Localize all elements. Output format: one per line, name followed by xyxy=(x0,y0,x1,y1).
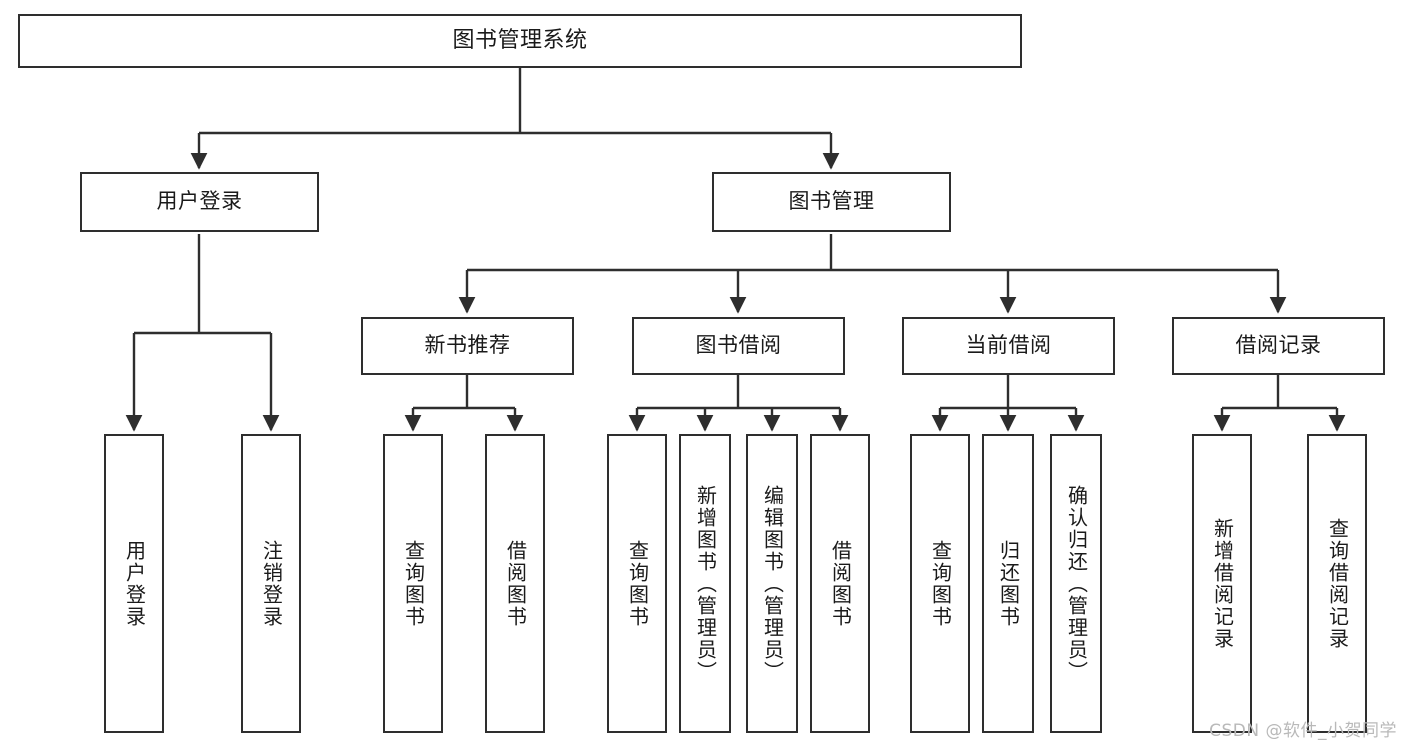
leaf-borrow-record-add[interactable]: 新增借阅记录 xyxy=(1192,434,1252,733)
leaf-current-borrow-confirm[interactable]: 确认归还（管理员） xyxy=(1050,434,1102,733)
leaf-user-login-logout[interactable]: 注销登录 xyxy=(241,434,301,733)
leaf-user-login-login[interactable]: 用户登录 xyxy=(104,434,164,733)
leaf-current-borrow-query[interactable]: 查询图书 xyxy=(910,434,970,733)
leaf-book-borrow-add-label: 新增图书（管理员） xyxy=(693,484,718,683)
leaf-book-borrow-lend-label: 借阅图书 xyxy=(828,539,853,628)
leaf-book-borrow-lend[interactable]: 借阅图书 xyxy=(810,434,870,733)
node-borrow-record-label: 借阅记录 xyxy=(1235,333,1322,358)
node-user-login-label: 用户登录 xyxy=(156,189,243,214)
node-book-borrow[interactable]: 图书借阅 xyxy=(632,317,845,375)
leaf-borrow-record-query[interactable]: 查询借阅记录 xyxy=(1307,434,1367,733)
node-book-borrow-label: 图书借阅 xyxy=(695,333,782,358)
leaf-current-borrow-return-label: 归还图书 xyxy=(996,539,1021,628)
node-book-management-label: 图书管理 xyxy=(788,189,875,214)
leaf-book-borrow-query[interactable]: 查询图书 xyxy=(607,434,667,733)
node-borrow-record[interactable]: 借阅记录 xyxy=(1172,317,1385,375)
leaf-user-login-login-label: 用户登录 xyxy=(122,539,147,628)
node-new-book-recommend[interactable]: 新书推荐 xyxy=(361,317,574,375)
leaf-new-book-borrow-label: 借阅图书 xyxy=(503,539,528,628)
node-root[interactable]: 图书管理系统 xyxy=(18,14,1022,68)
leaf-book-borrow-edit[interactable]: 编辑图书（管理员） xyxy=(746,434,798,733)
node-current-borrow[interactable]: 当前借阅 xyxy=(902,317,1115,375)
leaf-current-borrow-return[interactable]: 归还图书 xyxy=(982,434,1034,733)
node-book-management[interactable]: 图书管理 xyxy=(712,172,951,232)
leaf-current-borrow-confirm-label: 确认归还（管理员） xyxy=(1064,484,1089,683)
node-user-login[interactable]: 用户登录 xyxy=(80,172,319,232)
csdn-watermark: CSDN @软件_小贺同学 xyxy=(1209,721,1397,741)
node-new-book-recommend-label: 新书推荐 xyxy=(424,333,511,358)
leaf-book-borrow-add[interactable]: 新增图书（管理员） xyxy=(679,434,731,733)
leaf-book-borrow-query-label: 查询图书 xyxy=(625,539,650,628)
node-current-borrow-label: 当前借阅 xyxy=(965,333,1052,358)
leaf-new-book-query-label: 查询图书 xyxy=(401,539,426,628)
leaf-book-borrow-edit-label: 编辑图书（管理员） xyxy=(760,484,785,683)
leaf-new-book-query[interactable]: 查询图书 xyxy=(383,434,443,733)
leaf-current-borrow-query-label: 查询图书 xyxy=(928,539,953,628)
leaf-borrow-record-query-label: 查询借阅记录 xyxy=(1325,517,1350,650)
leaf-new-book-borrow[interactable]: 借阅图书 xyxy=(485,434,545,733)
leaf-borrow-record-add-label: 新增借阅记录 xyxy=(1210,517,1235,650)
node-root-label: 图书管理系统 xyxy=(452,27,588,53)
leaf-user-login-logout-label: 注销登录 xyxy=(259,539,284,628)
